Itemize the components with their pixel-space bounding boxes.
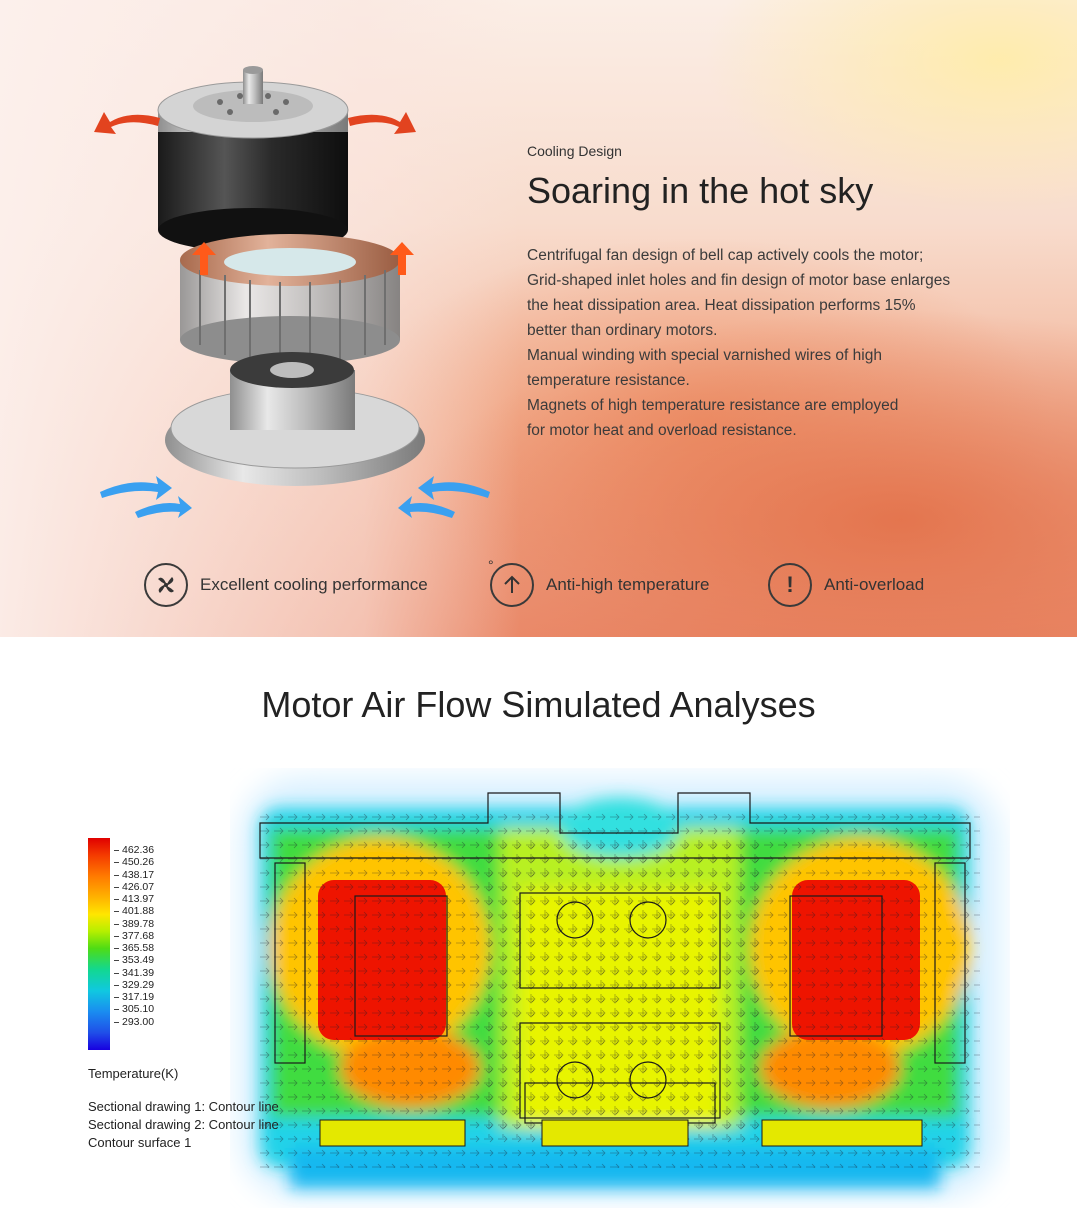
feature-label: Anti-high temperature: [546, 575, 710, 594]
description-line: better than ordinary motors.: [527, 322, 718, 339]
feature-label: Excellent cooling performance: [200, 575, 428, 594]
cool-air-in-arrows: [100, 476, 490, 518]
exploded-motor-illustration: [94, 66, 490, 518]
simulation-note: Sectional drawing 1: Contour line: [88, 1099, 279, 1114]
hero-description: Centrifugal fan design of bell cap activ…: [527, 243, 1007, 443]
exclamation-icon: !: [768, 563, 812, 607]
legend-tick: 293.00: [114, 1016, 154, 1028]
motor-base: [165, 352, 425, 486]
legend-tick: 341.39: [114, 967, 154, 979]
legend-tick: 438.17: [114, 869, 154, 881]
feature-anti-high-temperature: ° Anti-high temperature: [488, 557, 710, 608]
legend-tick: 353.49: [114, 954, 154, 966]
feature-label: Anti-overload: [824, 575, 925, 594]
legend-tick: 413.97: [114, 893, 154, 905]
description-line: Grid-shaped inlet holes and fin design o…: [527, 272, 951, 289]
simulation-note: Sectional drawing 2: Contour line: [88, 1117, 279, 1132]
legend-tick: 426.07: [114, 881, 154, 893]
temperature-color-scale: [88, 838, 110, 1050]
base-plates: [319, 1119, 923, 1147]
legend-tick: 389.78: [114, 918, 154, 930]
simulation-note: Contour surface 1: [88, 1135, 192, 1150]
cooling-design-hero: Cooling Design Soaring in the hot sky Ce…: [0, 0, 1077, 637]
legend-unit-label: Temperature(K): [88, 1066, 179, 1081]
heat-out-arrow-right: [348, 112, 416, 134]
stator-coils: [180, 234, 414, 364]
legend-tick: 305.10: [114, 1003, 154, 1015]
fan-icon: [144, 563, 188, 607]
feature-anti-overload: ! Anti-overload: [768, 562, 924, 608]
degree-symbol: °: [488, 557, 494, 573]
legend-tick: 450.26: [114, 856, 154, 868]
description-line: for motor heat and overload resistance.: [527, 422, 797, 439]
temperature-arrow-up-icon: °: [488, 557, 534, 607]
exclamation-glyph: !: [786, 572, 794, 597]
heat-out-arrow-left: [94, 112, 160, 134]
legend-tick-labels: 462.36 450.26 438.17 426.07 413.97 401.8…: [114, 844, 154, 1028]
legend-tick: 401.88: [114, 905, 154, 917]
legend-tick: 317.19: [114, 991, 154, 1003]
motor-section-outline: [259, 792, 971, 1124]
legend-tick: 377.68: [114, 930, 154, 942]
feature-cooling: Excellent cooling performance: [144, 562, 428, 608]
section-eyebrow: Cooling Design: [527, 143, 622, 159]
description-line: the heat dissipation area. Heat dissipat…: [527, 297, 916, 314]
simulation-notes: Sectional drawing 1: Contour line Sectio…: [88, 1098, 279, 1152]
bell-cap: [157, 66, 349, 252]
description-line: Manual winding with special varnished wi…: [527, 347, 882, 364]
hero-title: Soaring in the hot sky: [527, 170, 874, 211]
description-line: Centrifugal fan design of bell cap activ…: [527, 247, 924, 264]
description-line: temperature resistance.: [527, 372, 690, 389]
legend-tick: 329.29: [114, 979, 154, 991]
legend-tick: 365.58: [114, 942, 154, 954]
simulation-title: Motor Air Flow Simulated Analyses: [261, 684, 816, 725]
airflow-thermal-simulation: [240, 778, 1000, 1198]
description-line: Magnets of high temperature resistance a…: [527, 397, 899, 414]
legend-tick: 462.36: [114, 844, 154, 856]
